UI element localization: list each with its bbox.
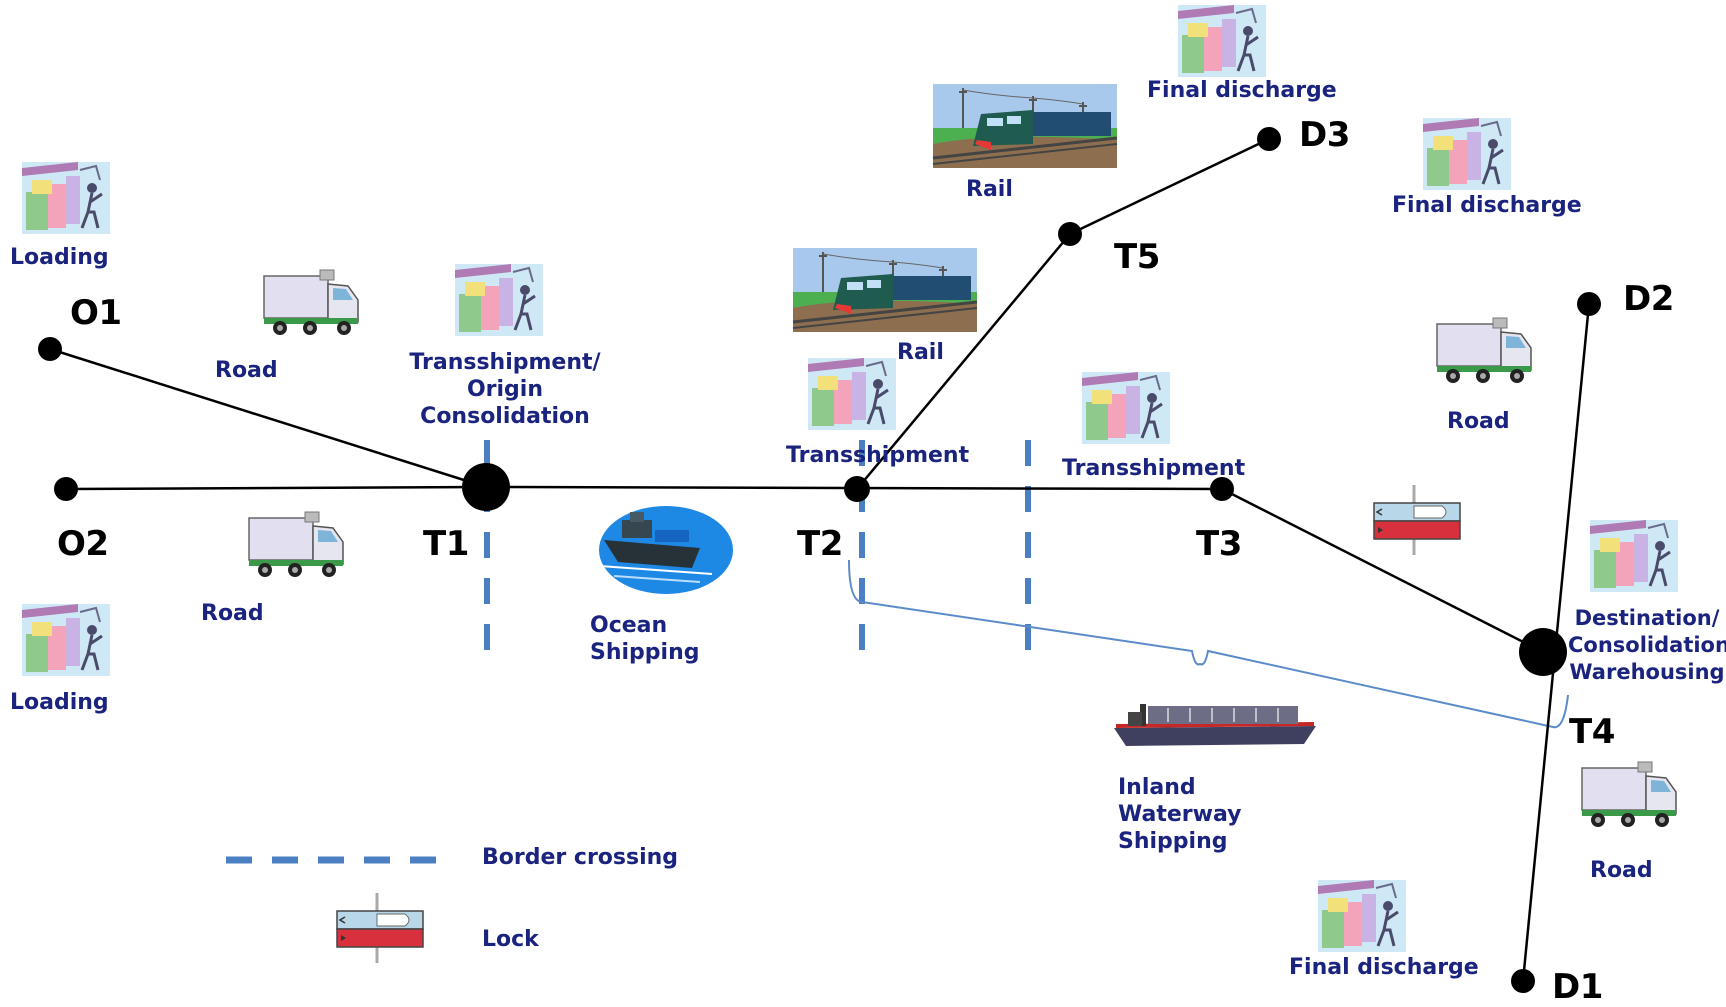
node-label-t1: T1 <box>423 524 469 564</box>
node-label-t4: T4 <box>1569 712 1615 752</box>
warehouse-icon <box>453 262 545 338</box>
caption-transshipment: Transshipment <box>786 443 970 468</box>
caption-destination: Destination/ Consolidation Warehousing <box>1568 605 1726 686</box>
node-d2 <box>1577 292 1601 316</box>
warehouse-icon <box>1421 116 1513 192</box>
caption-line: Shipping <box>1118 829 1228 854</box>
caption-rail: Rail <box>897 340 944 365</box>
caption-line: Origin <box>466 377 544 402</box>
warehouse-icon <box>806 356 898 432</box>
node-t3 <box>1210 477 1234 501</box>
truck-icon <box>1581 761 1677 828</box>
caption-ocean-shipping: Ocean Shipping <box>590 612 700 666</box>
caption-road: Road <box>1447 409 1510 434</box>
truck-icon <box>248 511 344 578</box>
caption-line: Waterway <box>1118 802 1242 827</box>
node-label-t3: T3 <box>1196 524 1242 564</box>
barge-icon <box>1114 704 1316 746</box>
caption-road: Road <box>215 358 278 383</box>
node-o2 <box>54 477 78 501</box>
caption-rail: Rail <box>966 177 1013 202</box>
lock-icon <box>1372 483 1462 557</box>
warehouse-icon <box>20 160 112 236</box>
caption-loading: Loading <box>10 690 109 715</box>
caption-line: Consolidation <box>420 404 590 429</box>
warehouse-icon <box>1316 878 1408 954</box>
truck-icon <box>263 269 359 336</box>
caption-final-discharge: Final discharge <box>1147 78 1337 103</box>
caption-line: Ocean <box>590 613 668 638</box>
node-t2 <box>844 476 870 502</box>
node-d3 <box>1257 127 1281 151</box>
node-label-o1: O1 <box>70 293 122 333</box>
caption-transshipment-origin: Transshipment/ Origin Consolidation <box>400 349 610 430</box>
legend-border-crossing-label: Border crossing <box>482 845 679 870</box>
caption-loading: Loading <box>10 245 109 270</box>
node-o1 <box>38 337 62 361</box>
warehouse-icon <box>1176 3 1268 79</box>
caption-line: Destination/ <box>1574 606 1720 630</box>
caption-transshipment: Transshipment <box>1062 456 1246 481</box>
inland-waterway-bracket <box>848 559 1569 729</box>
caption-line: Consolidation <box>1568 633 1726 657</box>
caption-road: Road <box>201 601 264 626</box>
node-label-d2: D2 <box>1623 279 1674 319</box>
ship-icon <box>599 506 733 594</box>
node-label-t5: T5 <box>1114 237 1160 277</box>
node-label-d3: D3 <box>1299 115 1350 155</box>
caption-final-discharge: Final discharge <box>1289 955 1479 980</box>
lock-icon <box>335 891 425 965</box>
caption-inland-waterway: Inland Waterway Shipping <box>1118 774 1241 855</box>
caption-line: Warehousing <box>1569 660 1725 684</box>
node-label-d1: D1 <box>1552 967 1603 1007</box>
node-t5 <box>1058 222 1082 246</box>
caption-line: Inland <box>1118 775 1196 800</box>
train-icon <box>791 246 979 334</box>
node-t1 <box>462 463 510 511</box>
warehouse-icon <box>1588 518 1680 594</box>
node-label-o2: O2 <box>57 524 109 564</box>
legend-lock-label: Lock <box>482 927 539 952</box>
warehouse-icon <box>1080 370 1172 446</box>
caption-line: Transshipment/ <box>409 350 601 375</box>
truck-icon <box>1436 317 1532 384</box>
node-d1 <box>1511 969 1535 993</box>
caption-line: Shipping <box>590 640 700 665</box>
node-t4 <box>1519 628 1567 676</box>
train-icon <box>931 82 1119 170</box>
route-lines <box>49 137 1591 982</box>
caption-road: Road <box>1590 858 1653 883</box>
node-label-t2: T2 <box>797 524 843 564</box>
warehouse-icon <box>20 602 112 678</box>
caption-final-discharge: Final discharge <box>1392 193 1582 218</box>
